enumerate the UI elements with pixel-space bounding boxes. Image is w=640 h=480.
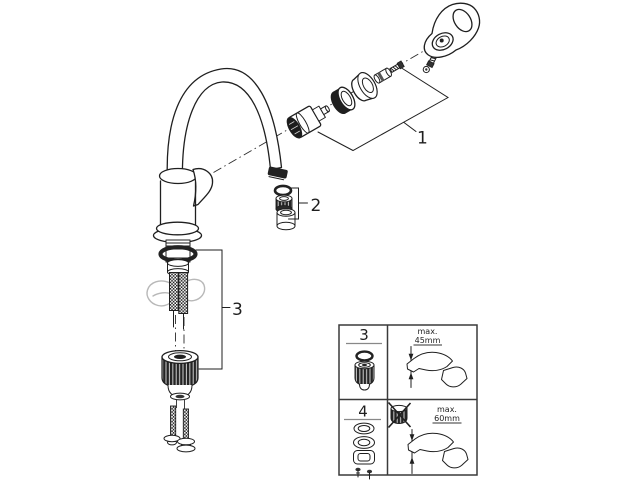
inset-row4-dimension-text: 60mm	[434, 414, 460, 423]
inset-row4-bracket-plate	[353, 450, 375, 465]
mounting-studs	[163, 405, 196, 453]
aerator-o-ring	[273, 184, 293, 197]
threaded-shank	[158, 239, 198, 276]
inset-row3-nut	[354, 360, 375, 391]
callout-1-tick	[403, 122, 417, 132]
adapter-sleeve	[373, 67, 393, 84]
faucet-body	[152, 167, 214, 244]
inset-row4-washer-1	[353, 422, 375, 435]
inset-row3-max-text: max.	[418, 327, 438, 336]
inset-row4-max-text: max.	[437, 405, 457, 414]
base-flange-upper	[155, 221, 200, 236]
supply-hoses	[169, 272, 189, 330]
inset-row4-counter-sketch	[407, 432, 469, 469]
escutcheon-cap	[351, 72, 378, 102]
inset-row3-label: 3	[359, 326, 369, 344]
callout-3-bracket	[195, 249, 231, 370]
mounting-nut	[161, 349, 199, 401]
callout-1-bracket	[317, 66, 449, 152]
inset-row4-crossed-nut	[387, 401, 412, 429]
callout-3-label: 3	[232, 300, 243, 320]
counter-ghost	[146, 278, 206, 307]
aerator-housing	[276, 208, 296, 231]
faucet-spout	[166, 67, 288, 183]
inset-row4-washer-2	[353, 436, 375, 449]
lever-handle	[423, 2, 481, 58]
callout-2-label: 2	[311, 196, 322, 216]
inset-row4-screws	[355, 467, 373, 480]
inset-box: 3 max. 45mm 4	[338, 324, 478, 480]
retaining-ring	[330, 86, 356, 115]
inset-row3-dimension-text: 45mm	[415, 336, 441, 345]
cartridge-screw	[389, 60, 405, 73]
handle-loop-hole	[452, 8, 473, 33]
inset-row3-counter-sketch	[406, 351, 468, 388]
body-column	[160, 180, 196, 227]
callout-1-label: 1	[417, 129, 428, 149]
cartridge	[286, 105, 330, 139]
handle-socket-rim	[158, 167, 198, 185]
inset-row4-label: 4	[358, 403, 368, 421]
screw-plug	[422, 65, 430, 74]
inset-row3-o-ring	[355, 350, 374, 362]
spout-tip-band	[267, 166, 288, 181]
callout-2-bracket	[288, 187, 308, 220]
